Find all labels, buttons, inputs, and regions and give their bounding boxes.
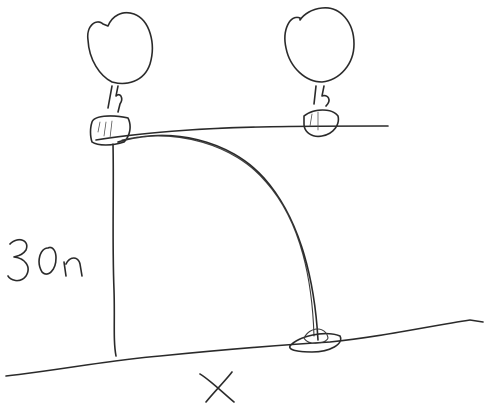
right-person-body (313, 85, 330, 107)
height-label-text: 30m (10, 299, 12, 301)
left-ball-shading (97, 120, 113, 139)
height-label: 30m (7, 238, 83, 301)
right-ball (303, 109, 340, 138)
right-person-head (284, 7, 355, 83)
ground-line (5, 319, 484, 377)
landing-marker (288, 332, 342, 353)
cliff-line (112, 143, 117, 357)
right-ball-shading (309, 111, 319, 131)
top-ledge-line (95, 125, 389, 141)
distance-label: x (199, 371, 235, 406)
landing-marker-inner (303, 328, 329, 344)
left-person-head (86, 11, 154, 85)
left-person-body (107, 85, 123, 113)
trajectory-curve (117, 134, 319, 341)
distance-label-text: x (210, 404, 211, 406)
trajectory-curve-redraw (121, 135, 315, 337)
left-ball (89, 115, 131, 146)
